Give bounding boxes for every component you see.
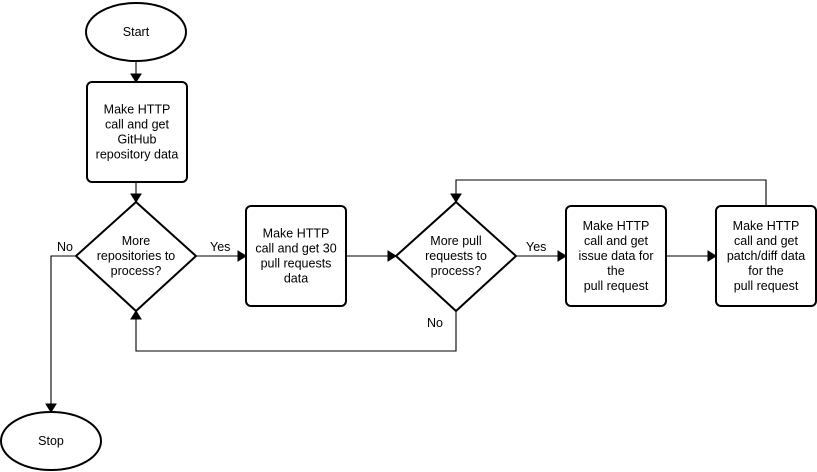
- edges: [45, 62, 767, 413]
- node-text-line: GitHub: [118, 133, 157, 147]
- arrowhead: [130, 310, 142, 320]
- node-text-line: Make HTTP: [583, 219, 650, 233]
- node-text-line: pull request: [734, 279, 799, 293]
- edge-label-repos-yes: Yes: [210, 240, 230, 254]
- edge-loop-back-to-more-prs: [455, 179, 767, 206]
- node-text-line: issue data for: [578, 249, 653, 263]
- arrowhead: [45, 403, 57, 413]
- node-text-line: call and get: [734, 234, 798, 248]
- node-text-line: Make HTTP: [104, 103, 171, 117]
- arrowhead: [130, 193, 142, 203]
- arrowhead: [450, 193, 462, 203]
- arrowhead: [130, 73, 142, 83]
- arrowhead: [557, 250, 567, 262]
- node-text-line: call and get: [584, 234, 648, 248]
- node-text-line: call and get 30: [255, 242, 336, 256]
- node-text-line: the: [607, 264, 624, 278]
- stop-terminal: Stop: [0, 411, 102, 471]
- node-text-line: More: [122, 234, 151, 248]
- start-terminal: Start: [85, 2, 187, 62]
- node-text-line: Make HTTP: [263, 227, 330, 241]
- edge-label-prs-yes: Yes: [526, 240, 546, 254]
- node-text-line: process?: [111, 264, 162, 278]
- arrowhead: [387, 250, 397, 262]
- start-label: Start: [123, 25, 150, 39]
- node-text-line: data: [284, 272, 308, 286]
- edge-label-repos-no: No: [57, 240, 73, 254]
- node-text-line: repository data: [96, 148, 179, 162]
- arrowhead: [237, 250, 247, 262]
- node-text-line: patch/diff data: [727, 249, 805, 263]
- node-text-line: pull request: [584, 279, 649, 293]
- edge-label-prs-no: No: [427, 316, 443, 330]
- node-text-line: process?: [431, 264, 482, 278]
- node-text-line: call and get: [105, 118, 169, 132]
- node-text-line: More pull: [430, 234, 481, 248]
- node-text-line: for the: [748, 264, 783, 278]
- edge-more-prs-no: [135, 311, 457, 352]
- node-text-line: Make HTTP: [733, 219, 800, 233]
- node-text-line: pull requests: [261, 257, 332, 271]
- node-text-line: requests to: [425, 249, 487, 263]
- stop-label: Stop: [38, 434, 64, 448]
- node-text-line: repositories to: [97, 249, 176, 263]
- arrowhead: [707, 250, 717, 262]
- edge-more-repos-no: [50, 255, 76, 405]
